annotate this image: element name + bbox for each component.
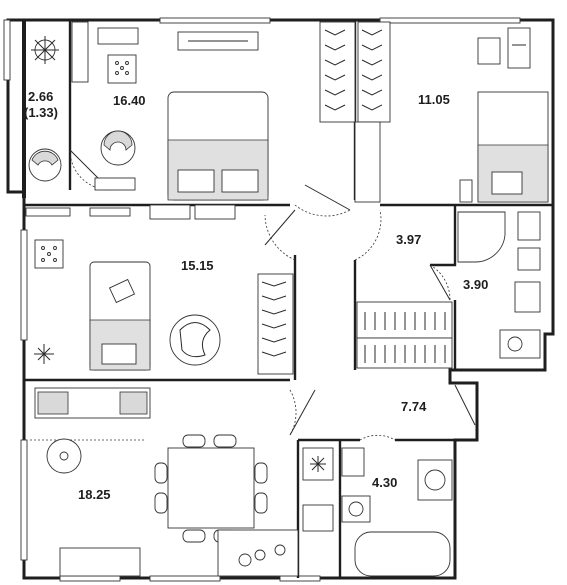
living-kitchen-furniture [30, 387, 334, 577]
balcony-furniture [28, 36, 62, 182]
bathroom-2-furniture [341, 447, 453, 577]
room-area-corridor: 7.74 [401, 399, 427, 414]
room-area-bathroom-2: 4.30 [372, 475, 397, 490]
room-area-bedroom-1: 16.40 [113, 93, 146, 108]
room-area-bedroom-3: 15.15 [181, 258, 214, 273]
hall-furniture [356, 301, 453, 369]
bedroom-2-furniture [319, 21, 549, 203]
outer-walls [6, 18, 555, 580]
room-area-balcony: 2.66 [28, 89, 53, 104]
room-area-bathroom-1: 3.90 [463, 277, 488, 292]
room-labels: 2.66 (1.33) 16.40 11.05 15.15 3.97 3.90 … [24, 89, 488, 502]
room-area-hall: 3.97 [396, 232, 421, 247]
room-area-bedroom-2: 11.05 [418, 92, 450, 107]
room-area-living-kitchen: 18.25 [78, 487, 111, 502]
room-area-balcony-sub: (1.33) [24, 105, 58, 120]
bedroom-3-furniture [25, 207, 294, 375]
bedroom-1-furniture [71, 21, 269, 220]
bathroom-1-furniture [457, 211, 541, 359]
